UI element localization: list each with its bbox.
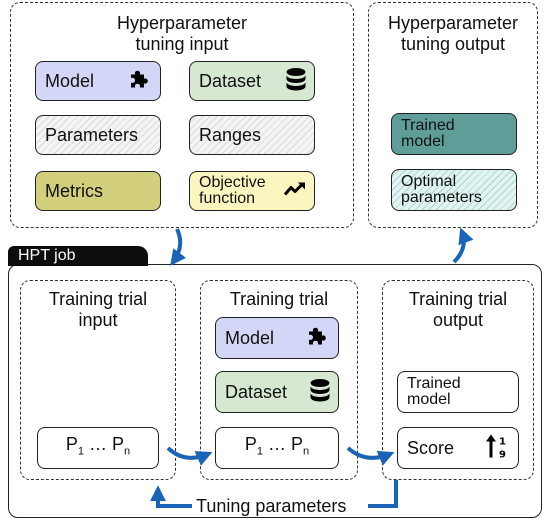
trial-trained-model-label: Trained model	[407, 375, 461, 408]
trend-up-icon	[283, 182, 306, 201]
dataset-box: Dataset	[189, 61, 315, 101]
hpt-job-tab: HPT job	[8, 246, 148, 266]
trial-input-params-box: P1 … Pn	[37, 427, 159, 469]
trial-input-title: Training trial input	[48, 289, 148, 330]
trial-model-label: Model	[225, 328, 275, 348]
score-box: Score 1 9	[397, 427, 519, 469]
trial-output-panel: Training trial output Trained model Scor…	[382, 280, 534, 480]
objective-function-label: Objective function	[199, 174, 266, 207]
metrics-label: Metrics	[45, 181, 103, 201]
trial-panel: Training trial Model Dataset P1 … Pn	[200, 280, 358, 480]
database-icon	[310, 379, 330, 406]
trial-input-panel: Training trial input P1 … Pn	[20, 280, 176, 480]
optimal-parameters-box: Optimal parameters	[391, 169, 517, 211]
trial-title: Training trial	[229, 289, 329, 309]
svg-text:9: 9	[499, 450, 506, 460]
trained-model-output-label: Trained model	[401, 117, 455, 150]
ranges-label: Ranges	[199, 125, 262, 145]
tuning-input-panel: Hyperparameter tuning input Model Datase…	[10, 2, 354, 228]
puzzle-piece-icon	[128, 68, 152, 95]
trial-dataset-label: Dataset	[225, 382, 288, 402]
tuning-output-title: Hyperparameter tuning output	[387, 13, 519, 54]
model-box: Model	[35, 61, 161, 101]
tuning-output-panel: Hyperparameter tuning output Trained mod…	[368, 2, 538, 228]
trial-params: P1 … Pn	[244, 434, 310, 458]
svg-text:1: 1	[499, 437, 506, 448]
trial-input-params: P1 … Pn	[65, 434, 131, 458]
score-label: Score	[407, 438, 455, 458]
tuning-parameters-label: Tuning parameters	[192, 495, 351, 517]
trial-trained-model-box: Trained model	[397, 371, 519, 413]
objective-function-box: Objective function	[189, 171, 315, 211]
trial-output-title: Training trial output	[408, 289, 508, 330]
trial-model-box: Model	[215, 317, 339, 359]
trained-model-output-box: Trained model	[391, 113, 517, 155]
metrics-box: Metrics	[35, 171, 161, 211]
arrow-input-to-job	[170, 228, 187, 266]
arrow-job-to-output	[452, 227, 474, 264]
ranges-box: Ranges	[189, 115, 315, 155]
trial-dataset-box: Dataset	[215, 371, 339, 413]
dataset-label: Dataset	[199, 71, 262, 91]
parameters-label: Parameters	[45, 125, 139, 145]
puzzle-piece-icon	[306, 325, 330, 352]
optimal-parameters-label: Optimal parameters	[401, 173, 482, 206]
trial-params-box: P1 … Pn	[215, 427, 339, 469]
hpt-job-frame	[8, 264, 542, 518]
parameters-box: Parameters	[35, 115, 161, 155]
tuning-input-title: Hyperparameter tuning input	[116, 13, 248, 54]
database-icon	[286, 68, 306, 95]
sort-numeric-up-icon: 1 9	[486, 434, 510, 463]
model-label: Model	[45, 71, 95, 91]
